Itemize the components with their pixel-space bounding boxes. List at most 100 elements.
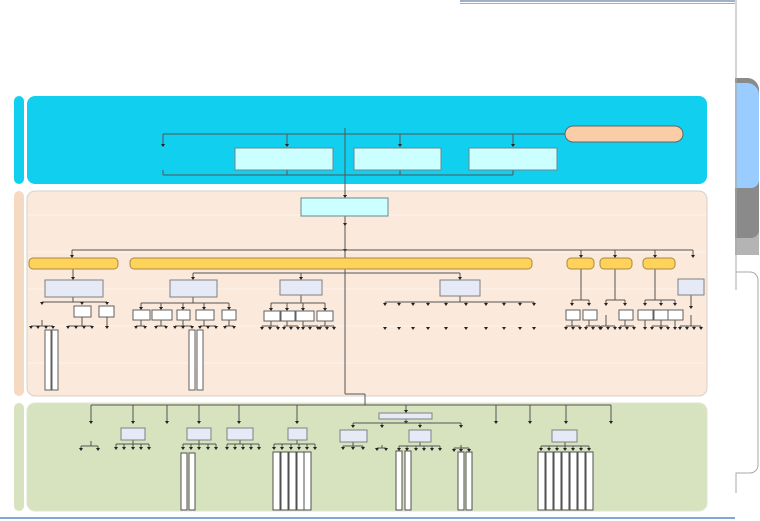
arrow-head-icon — [632, 327, 636, 330]
unit-box — [151, 309, 173, 321]
arrow-head-icon — [563, 448, 567, 451]
arrow-head-icon — [502, 327, 506, 330]
arrow-head-icon — [134, 326, 138, 329]
arrow-head-icon — [301, 308, 305, 311]
arrow-head-icon — [444, 327, 448, 330]
arrow-head-icon — [532, 303, 536, 306]
arrow-head-icon — [484, 303, 488, 306]
arrow-head-icon — [467, 449, 471, 452]
arrow-head-icon — [268, 327, 272, 330]
unit-box — [316, 310, 334, 322]
arrow-head-icon — [285, 308, 289, 311]
arrow-head-icon — [444, 303, 448, 306]
arrow-head-icon — [404, 410, 408, 413]
governance-box-2 — [353, 147, 442, 171]
arrow-head-icon — [296, 327, 300, 330]
arrow-head-icon — [147, 447, 151, 450]
arrow-head-icon — [528, 421, 532, 424]
ops-box-3 — [226, 427, 254, 441]
arrow-head-icon — [578, 327, 582, 330]
arrow-head-icon — [613, 255, 617, 258]
arrow-head-icon — [89, 421, 93, 424]
arrow-head-icon — [305, 447, 309, 450]
arrow-head-icon — [426, 303, 430, 306]
arrow-head-icon — [105, 302, 109, 305]
right-bracket-line — [735, 271, 759, 493]
arrow-head-icon — [532, 327, 536, 330]
division-pill-5 — [642, 257, 676, 270]
dept-box-2 — [169, 279, 218, 298]
arrow-head-icon — [197, 447, 201, 450]
column-box — [303, 451, 312, 511]
arrow-head-icon — [206, 326, 210, 329]
arrow-head-icon — [653, 255, 657, 258]
arrow-head-icon — [269, 308, 273, 311]
unit-box — [295, 310, 315, 322]
column-box — [404, 450, 412, 511]
arrow-head-icon — [351, 447, 355, 450]
arrow-head-icon — [418, 425, 422, 428]
arrow-head-icon — [579, 448, 583, 451]
arrow-head-icon — [249, 447, 253, 450]
top-rule-line — [460, 0, 735, 2]
arrow-head-icon — [411, 327, 415, 330]
arrow-head-icon — [685, 327, 689, 330]
arrow-head-icon — [587, 448, 591, 451]
arrow-head-icon — [398, 144, 402, 147]
arrow-head-icon — [459, 449, 463, 452]
arrow-head-icon — [650, 327, 654, 330]
unit-box — [653, 309, 670, 321]
bottom-rule-line — [0, 517, 735, 519]
column-box — [296, 451, 305, 511]
arrow-head-icon — [579, 255, 583, 258]
column-box — [272, 451, 281, 511]
arrow-head-icon — [325, 327, 329, 330]
arrow-head-icon — [591, 327, 595, 330]
arrow-head-icon — [464, 327, 468, 330]
arrow-head-icon — [161, 144, 165, 147]
arrow-head-icon — [459, 425, 463, 428]
column-box — [553, 451, 562, 511]
arrow-head-icon — [689, 306, 693, 309]
arrow-head-icon — [659, 327, 663, 330]
arrow-head-icon — [71, 277, 75, 280]
arrow-head-icon — [547, 448, 551, 451]
arrow-head-icon — [143, 326, 147, 329]
arrow-head-icon — [173, 326, 177, 329]
arrow-head-icon — [181, 307, 185, 310]
arrow-head-icon — [384, 448, 388, 451]
arrow-head-icon — [139, 307, 143, 310]
right-tab-blue — [735, 83, 759, 188]
unit-box — [618, 309, 634, 321]
arrow-head-icon — [383, 303, 387, 306]
arrow-head-icon — [351, 425, 355, 428]
arrow-head-icon — [181, 326, 185, 329]
arrow-head-icon — [313, 447, 317, 450]
arrow-head-icon — [66, 326, 70, 329]
advisory-pill — [564, 125, 684, 143]
arrow-head-icon — [599, 327, 603, 330]
arrow-head-icon — [225, 447, 229, 450]
arrow-head-icon — [332, 327, 336, 330]
arrow-head-icon — [289, 447, 293, 450]
column-box — [44, 329, 52, 391]
dept-box-3 — [279, 279, 323, 296]
arrow-head-icon — [227, 307, 231, 310]
arrow-head-icon — [397, 303, 401, 306]
arrow-head-icon — [276, 327, 280, 330]
arrow-head-icon — [405, 448, 409, 451]
arrow-head-icon — [613, 327, 617, 330]
arrow-head-icon — [438, 448, 442, 451]
arrow-head-icon — [131, 421, 135, 424]
unit-box — [280, 310, 296, 322]
arrow-head-icon — [422, 448, 426, 451]
unit-box — [667, 309, 684, 321]
arrow-head-icon — [343, 195, 347, 198]
arrow-head-icon — [295, 421, 299, 424]
unit-box — [73, 305, 92, 318]
division-pill-4 — [599, 257, 633, 270]
band-management — [26, 190, 708, 397]
arrow-head-icon — [659, 303, 663, 306]
unit-box — [582, 309, 598, 321]
